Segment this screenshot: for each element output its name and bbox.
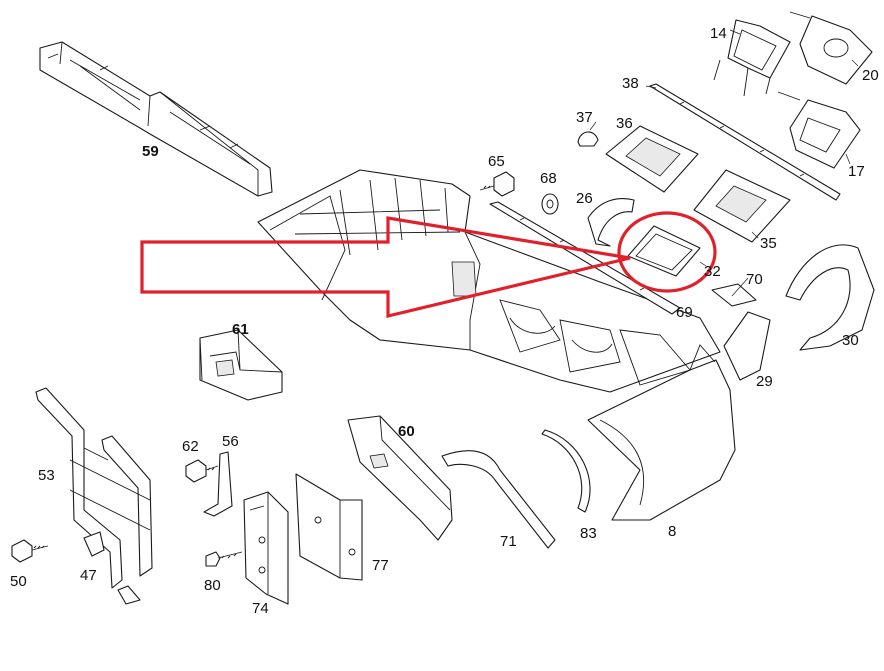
part-35-panel[interactable]: [693, 169, 791, 243]
callout-80: 80: [204, 577, 221, 594]
callout-38: 38: [622, 75, 639, 92]
callout-74: 74: [252, 600, 269, 617]
callout-35: 35: [760, 235, 777, 252]
part-68-grommet[interactable]: [541, 193, 559, 215]
part-83-molding[interactable]: [541, 429, 591, 513]
part-60-side-bracket[interactable]: [347, 415, 453, 541]
callout-14: 14: [710, 25, 727, 42]
part-26-bracket[interactable]: [587, 198, 635, 247]
callout-50: 50: [10, 573, 27, 590]
callout-60: 60: [398, 423, 415, 440]
highlight-circle: [617, 211, 717, 293]
bumper-carrier[interactable]: [257, 169, 721, 393]
part-17-frame[interactable]: [777, 91, 861, 169]
part-62-bolt[interactable]: [185, 459, 219, 483]
part-65-bolt[interactable]: [479, 171, 515, 197]
part-32-panel[interactable]: [627, 225, 701, 277]
callout-70: 70: [746, 271, 763, 288]
callout-65: 65: [488, 153, 505, 170]
leader-lines: [589, 29, 859, 297]
highlight-arrow: [140, 216, 631, 319]
callout-8: 8: [668, 523, 676, 540]
callout-62: 62: [182, 438, 199, 455]
callout-68: 68: [540, 170, 557, 187]
callout-83: 83: [580, 525, 597, 542]
part-30-fender-trim[interactable]: [785, 244, 875, 351]
part-77-bracket-plate[interactable]: [295, 473, 363, 581]
part-14-frame[interactable]: [713, 19, 791, 97]
callout-37: 37: [576, 109, 593, 126]
part-80-bolt[interactable]: [205, 551, 243, 567]
part-29-trim[interactable]: [723, 311, 771, 381]
part-56-strap[interactable]: [203, 451, 233, 517]
callout-36: 36: [616, 115, 633, 132]
part-70-plate[interactable]: [711, 283, 757, 307]
callout-30: 30: [842, 332, 859, 349]
callout-20: 20: [862, 67, 879, 84]
callout-69: 69: [676, 304, 693, 321]
callout-26: 26: [576, 190, 593, 207]
part-47-clip[interactable]: [83, 531, 105, 557]
callout-labels: 59 65 68 37 36 38 14 20 17 26 35 32 70 6…: [10, 25, 879, 617]
callout-29: 29: [756, 373, 773, 390]
part-36-panel[interactable]: [605, 125, 699, 193]
part-38-strip[interactable]: [649, 83, 841, 201]
part-61-block[interactable]: [199, 329, 283, 401]
part-74-plate[interactable]: [243, 491, 289, 605]
callout-47: 47: [80, 567, 97, 584]
part-50-bolt[interactable]: [11, 539, 49, 563]
callout-32: 32: [704, 263, 721, 280]
part-8-bumper-cover[interactable]: [587, 344, 736, 521]
part-37-cap[interactable]: [577, 131, 599, 147]
part-20-frame[interactable]: [789, 11, 873, 85]
part-59-absorber-beam[interactable]: [39, 41, 273, 197]
callout-71: 71: [500, 533, 517, 550]
callout-17: 17: [848, 163, 865, 180]
callout-56: 56: [222, 433, 239, 450]
highlight-annotation: [140, 211, 717, 319]
part-71-trim[interactable]: [441, 450, 556, 549]
callout-61: 61: [232, 321, 249, 338]
callout-59: 59: [142, 143, 159, 160]
part-69-strip[interactable]: [489, 201, 681, 315]
callout-53: 53: [38, 467, 55, 484]
callout-77: 77: [372, 557, 389, 574]
